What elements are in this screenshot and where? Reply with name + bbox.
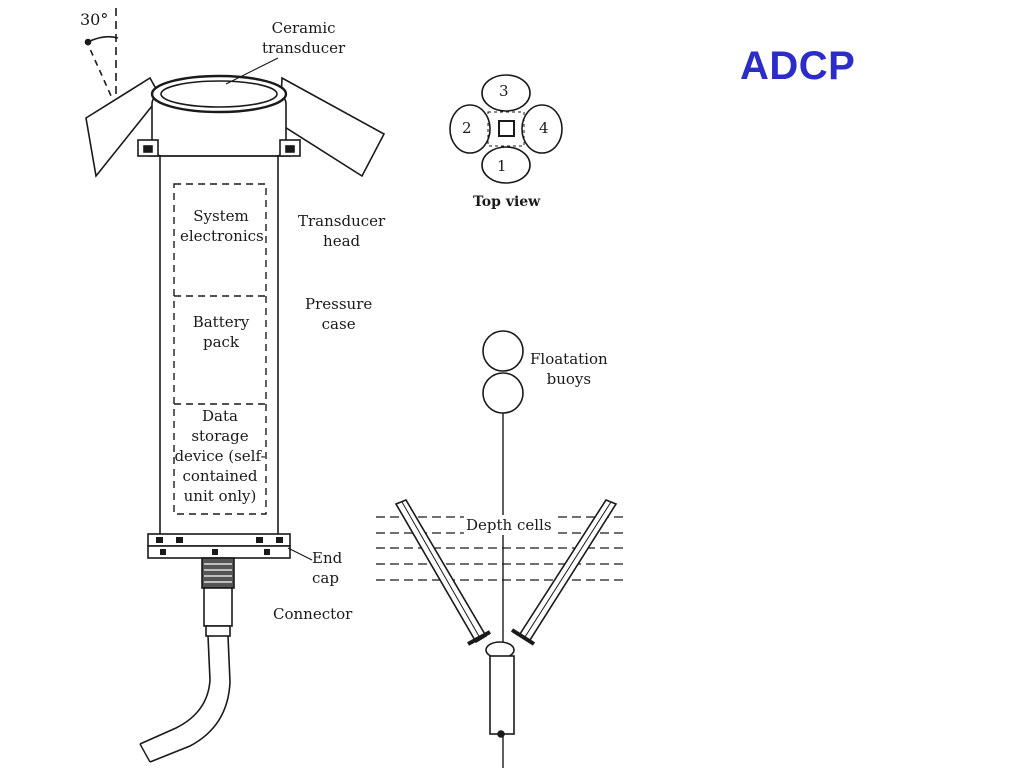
acoustic-beam-left [394,499,491,646]
transducer-head-label: Transducer head [298,211,385,251]
page-title: ADCP [740,44,856,88]
battery-pack-label: Battery pack [180,312,262,352]
system-electronics-label: System electronics [180,206,264,246]
top-view-label: Top view [473,194,541,210]
beam-number-2: 2 [462,119,472,137]
depth-cells-label: Depth cells [464,515,554,535]
system-electronics-line-2: electronics [180,227,264,245]
instrument-side-view [84,8,386,763]
transducer-head-line-1: Transducer [298,212,386,230]
ceramic-transducer-disk [137,57,301,157]
pressure-case-label: Pressure case [305,294,372,334]
beam-angle-marker [84,8,119,100]
end-cap [147,533,313,561]
floatation-buoys [482,330,524,414]
ceramic-transducer-label: Ceramic transducer [262,18,345,58]
end-cap-line-1: End [312,549,343,567]
acoustic-beam-right [510,499,618,646]
beam-number-3: 3 [499,82,509,100]
beam-angle-label: 30° [80,10,109,29]
floatation-buoys-line-2: buoys [546,370,592,388]
battery-pack-line-2: pack [202,333,240,351]
deployment-schematic [376,330,626,768]
adcp-instrument-moored [485,641,515,738]
data-storage-line-2: storage [191,427,249,445]
beam-number-1: 1 [497,157,507,175]
data-storage-label: Data storage device (self- contained uni… [172,406,268,506]
ceramic-transducer-line-1: Ceramic [271,19,336,37]
data-storage-line-4: contained [182,467,258,485]
floatation-buoys-label: Floatation buoys [530,349,608,389]
data-storage-line-3: device (self- [174,447,266,465]
end-cap-line-2: cap [312,569,339,587]
cable [139,635,231,763]
ceramic-transducer-line-2: transducer [262,39,346,57]
top-view-diagram [449,74,563,184]
beam-number-4: 4 [539,119,549,137]
connector-label: Connector [273,605,353,623]
battery-pack-line-1: Battery [192,313,250,331]
floatation-buoys-line-1: Floatation [530,350,608,368]
pressure-case [159,156,279,534]
transducer-head-line-2: head [323,232,361,250]
pressure-case-line-2: case [321,315,356,333]
pressure-case-line-1: Pressure [305,295,373,313]
data-storage-line-1: Data [202,407,238,425]
system-electronics-line-1: System [193,207,249,225]
data-storage-line-5: unit only) [183,487,257,505]
connector [201,557,235,637]
transducer-arm-left [85,76,161,178]
transducer-arm-right [279,76,386,178]
end-cap-label: End cap [312,548,342,588]
